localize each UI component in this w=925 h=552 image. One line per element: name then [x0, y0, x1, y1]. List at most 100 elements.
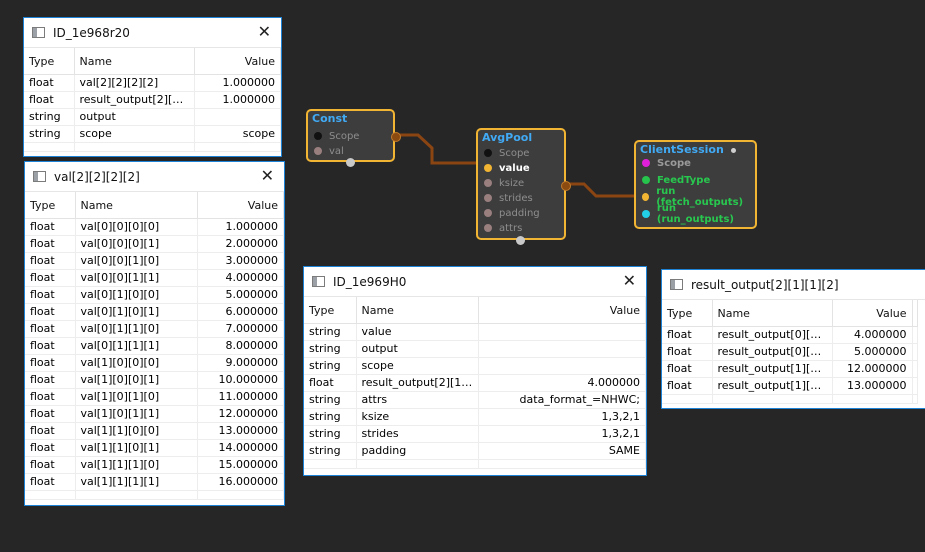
clientsession-node-title: ClientSession [640, 143, 736, 156]
cell-type: string [304, 340, 357, 358]
window-titlebar[interactable]: val[2][2][2][2] ✕ [25, 162, 284, 192]
column-header-value[interactable]: Value [478, 297, 646, 324]
column-header-value[interactable]: Value [197, 192, 284, 219]
cell-value [478, 323, 646, 341]
clientsession-node[interactable]: ClientSession Scope FeedType run (fetch_… [634, 140, 757, 229]
avgpool-port-padding[interactable]: padding [484, 206, 540, 220]
cell-value: 1,3,2,1 [478, 425, 646, 443]
cell-name: val[1][0][0][1] [75, 371, 198, 389]
column-header-name[interactable]: Name [356, 297, 479, 324]
column-header-value[interactable]: Value [194, 48, 281, 75]
avgpool-output-port[interactable] [561, 181, 571, 191]
avgpool-bottom-handle[interactable] [516, 236, 525, 245]
cell-name: strides [356, 425, 479, 443]
session-port-fetch-outputs[interactable]: run (fetch_outputs) [642, 186, 755, 208]
window-titlebar[interactable]: ID_1e968r20 ✕ [24, 18, 281, 48]
session-port-run-outputs[interactable]: run (run_outputs) [642, 203, 755, 225]
session-port-scope[interactable]: Scope [642, 156, 691, 170]
cell-empty [24, 142, 75, 152]
properties-window-result-output[interactable]: result_output[2][1][1][2] Type Name Valu… [661, 269, 925, 409]
cell-type: string [304, 391, 357, 409]
const-port-val[interactable]: val [314, 144, 344, 158]
cell-value: data_format_=NHWC; [478, 391, 646, 409]
cell-value: 14.000000 [197, 439, 284, 457]
column-header-name[interactable]: Name [75, 192, 198, 219]
column-header-type[interactable]: Type [25, 192, 76, 219]
avgpool-port-ksize[interactable]: ksize [484, 176, 524, 190]
column-header-value[interactable]: Value [832, 300, 913, 327]
cell-name: scope [74, 125, 195, 143]
column-header-type[interactable]: Type [24, 48, 75, 75]
avgpool-port-value[interactable]: value [484, 161, 530, 175]
const-node[interactable]: Const Scope val [306, 109, 401, 167]
window-title: val[2][2][2][2] [54, 169, 140, 184]
cell-value [194, 108, 281, 126]
window-titlebar[interactable]: result_output[2][1][1][2] [662, 270, 925, 300]
column-header-name[interactable]: Name [74, 48, 195, 75]
cell-type: float [662, 326, 713, 344]
column-header-type[interactable]: Type [662, 300, 713, 327]
column-header-type[interactable]: Type [304, 297, 357, 324]
window-title: ID_1e968r20 [53, 25, 130, 40]
avgpool-port-strides[interactable]: strides [484, 191, 533, 205]
session-port-feedtype[interactable]: FeedType [642, 173, 710, 187]
cell-value: 15.000000 [197, 456, 284, 474]
close-icon[interactable]: ✕ [622, 271, 636, 290]
avgpool-port-scope[interactable]: Scope [484, 146, 529, 160]
close-icon[interactable]: ✕ [257, 22, 271, 41]
close-icon[interactable]: ✕ [260, 166, 274, 185]
cell-value: 7.000000 [197, 320, 284, 338]
const-port-scope[interactable]: Scope [314, 129, 359, 143]
cell-empty [304, 459, 357, 469]
cell-empty [356, 459, 479, 469]
cell-name: val[0][1][0][0] [75, 286, 198, 304]
avgpool-port-attrs[interactable]: attrs [484, 221, 522, 235]
window-titlebar[interactable]: ID_1e969H0 ✕ [304, 267, 646, 297]
cell-name: result_output[0][0]... [712, 343, 833, 361]
cell-name: val[0][0][0][0] [75, 218, 198, 236]
cell-name: output [356, 340, 479, 358]
const-output-port[interactable] [391, 132, 401, 142]
const-bottom-handle[interactable] [346, 158, 355, 167]
avgpool-node[interactable]: AvgPool Scope value ksize strides paddin… [476, 128, 571, 245]
cell-value: SAME [478, 442, 646, 460]
column-header-name[interactable]: Name [712, 300, 833, 327]
